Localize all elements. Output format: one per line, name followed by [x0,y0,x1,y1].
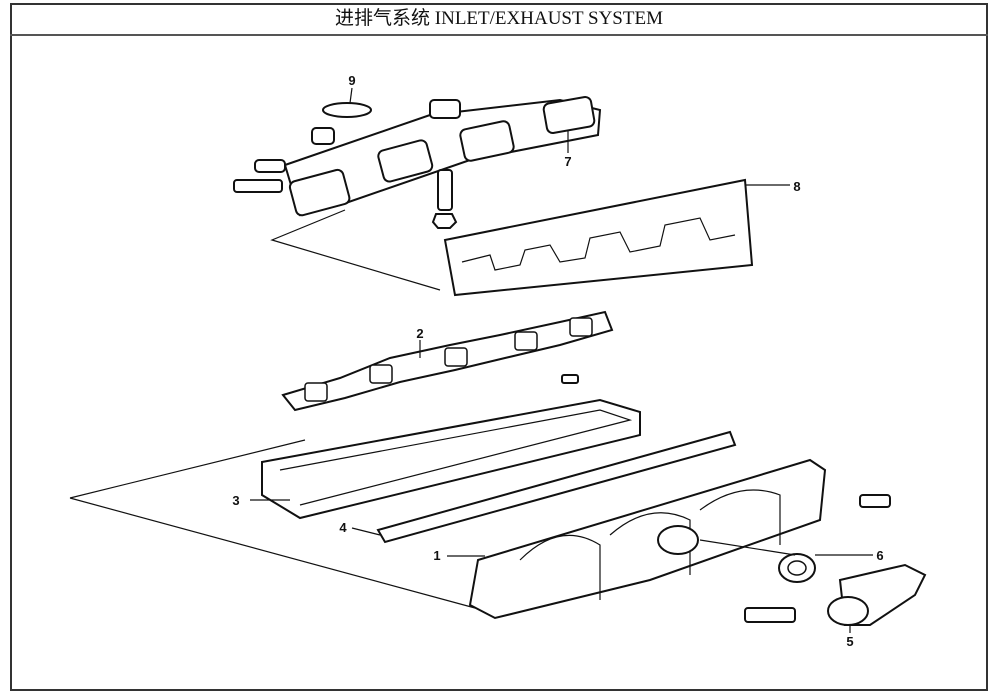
callout-2: 2 [416,326,423,341]
page-title: 进排气系统 INLET/EXHAUST SYSTEM [10,3,988,36]
callout-6: 6 [876,548,883,563]
callout-3: 3 [232,493,239,508]
part-8-heat-shield [270,178,790,297]
part-6-gasket [699,539,873,583]
part-5-elbow [744,563,927,633]
callout-4: 4 [339,520,347,535]
callout-8: 8 [793,179,800,194]
callout-5: 5 [846,634,853,649]
part-1-intake-manifold [69,439,891,620]
part-9-o-ring [322,87,372,118]
callout-9: 9 [348,73,355,88]
part-7-exhaust-manifold [233,96,602,229]
callout-1: 1 [433,548,440,563]
diagram-frame [10,3,988,691]
part-3-intake-cover [250,374,641,520]
callout-7: 7 [564,154,571,169]
part-2-gasket [281,310,614,412]
part-4-gasket-frame [351,430,737,544]
